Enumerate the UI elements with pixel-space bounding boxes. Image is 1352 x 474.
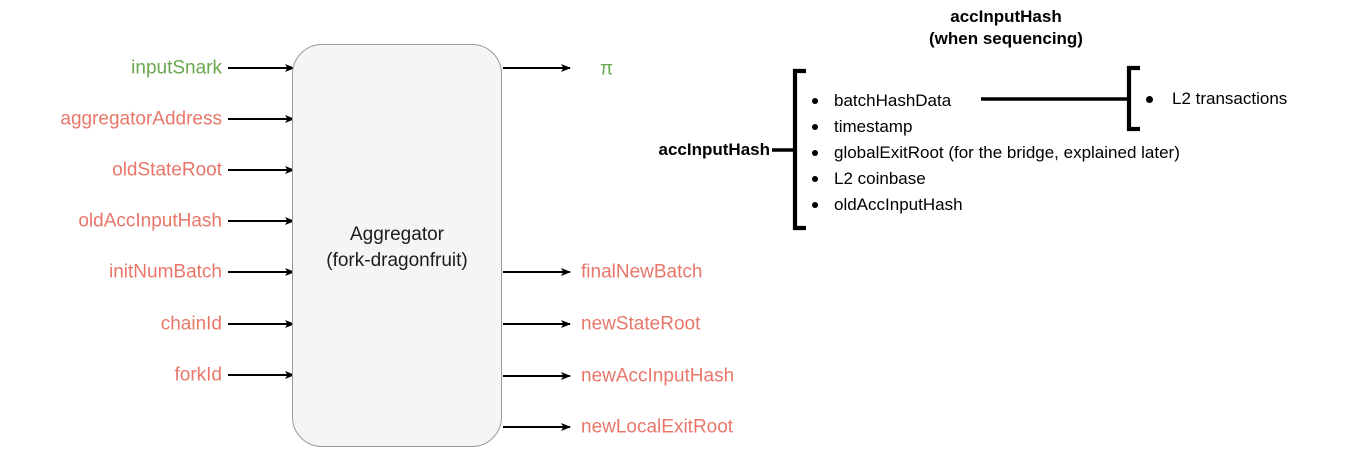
input-arrows <box>228 64 295 379</box>
list-item: globalExitRoot (for the bridge, explaine… <box>806 140 1180 166</box>
input-label-chainid: chainId <box>160 313 222 335</box>
bullet-icon <box>812 124 818 130</box>
acc-input-hash-label: accInputHash <box>658 140 770 159</box>
input-label-oldaccinputhash: oldAccInputHash <box>78 210 222 232</box>
aggregator-label: Aggregator (fork-dragonfruit) <box>326 224 468 271</box>
output-label-pi: π <box>600 58 614 80</box>
list-item-label: oldAccInputHash <box>834 195 963 214</box>
output-label-newlocalexitroot: newLocalExitRoot <box>581 416 734 438</box>
output-label-newstateroot: newStateRoot <box>581 313 701 335</box>
input-label-aggregatoraddress: aggregatorAddress <box>60 108 222 130</box>
list-item-label: L2 coinbase <box>834 169 926 188</box>
list-item: L2 coinbase <box>806 166 1180 192</box>
input-label-oldstateroot: oldStateRoot <box>112 159 222 181</box>
panel-title: accInputHash (when sequencing) <box>929 7 1083 48</box>
output-label-newaccinputhash: newAccInputHash <box>581 365 735 387</box>
list-item-label: batchHashData <box>834 91 952 110</box>
output-arrows <box>503 64 571 431</box>
bullet-icon <box>812 202 818 208</box>
input-label-initnumbatch: initNumBatch <box>109 261 222 283</box>
bullet-icon <box>812 176 818 182</box>
l2-transactions-label: L2 transactions <box>1172 89 1288 108</box>
list-item-label: timestamp <box>834 117 913 136</box>
bullet-icon <box>812 150 818 156</box>
input-label-forkid: forkId <box>174 364 222 386</box>
bullet-icon <box>1146 95 1153 103</box>
output-label-finalnewbatch: finalNewBatch <box>581 261 703 283</box>
list-item: timestamp <box>806 114 1180 140</box>
list-item: batchHashData <box>806 88 1180 114</box>
input-label-inputsnark: inputSnark <box>131 57 222 79</box>
list-item-label: globalExitRoot (for the bridge, explaine… <box>834 143 1180 162</box>
bullet-icon <box>812 98 818 104</box>
l2-transactions-item: L2 transactions <box>1140 88 1287 110</box>
acc-input-hash-item-list: batchHashData timestamp globalExitRoot (… <box>806 88 1180 218</box>
l2-transactions-bracket <box>1126 65 1140 132</box>
aggregator-box <box>292 44 502 447</box>
acc-input-hash-bracket <box>792 68 806 231</box>
list-item: oldAccInputHash <box>806 192 1180 218</box>
